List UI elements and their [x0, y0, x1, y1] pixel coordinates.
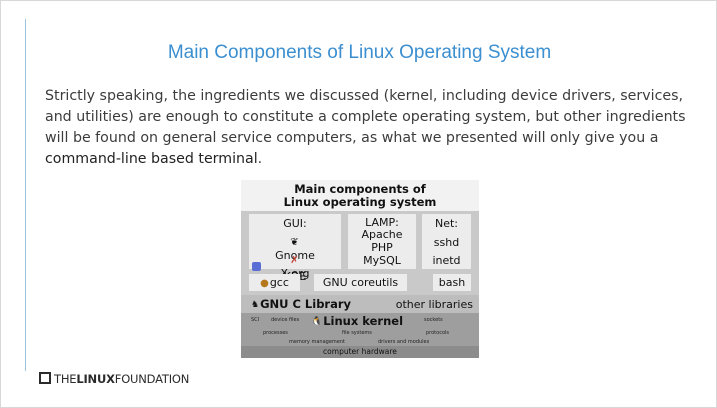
- diagram-heading: Main components of Linux operating syste…: [241, 180, 479, 213]
- kernel-label: Linux kernel: [323, 314, 404, 328]
- gcc-box: ●gcc: [249, 274, 300, 291]
- lamp-label: LAMP:: [365, 216, 399, 229]
- kde-icon: [252, 262, 261, 271]
- gcc-label: gcc: [269, 276, 289, 289]
- userspace-layer: GUI: ❦GnomeKDE ✗X.org LAMP: Apache PHP M…: [241, 211, 479, 295]
- kernel-layer: SCI device files 🐧Linux kernel sockets p…: [241, 313, 479, 346]
- linux-foundation-logo: THELINUXFOUNDATION: [39, 372, 189, 386]
- footer-brand-suffix: FOUNDATION: [114, 372, 190, 386]
- body-emphasis: command-line based terminal: [45, 151, 258, 167]
- gnu-icon: ♞: [251, 299, 260, 310]
- coreutils-box: GNU coreutils: [314, 274, 407, 291]
- lamp-php: PHP: [371, 241, 393, 254]
- kernel-file-systems: file systems: [342, 330, 372, 336]
- body-text: Strictly speaking, the ingredients we di…: [45, 88, 686, 146]
- libc-label: GNU C Library: [260, 297, 352, 311]
- tux-icon: 🐧: [311, 316, 323, 327]
- diagram-heading-line2: Linux operating system: [283, 194, 437, 209]
- lamp-box: LAMP: Apache PHP MySQL: [348, 214, 416, 269]
- libc-title: ♞GNU C Library: [251, 297, 351, 312]
- body-paragraph: Strictly speaking, the ingredients we di…: [45, 86, 695, 170]
- kernel-sockets: sockets: [424, 317, 443, 323]
- kernel-drivers-modules: drivers and modules: [378, 339, 430, 345]
- net-sshd: sshd: [433, 236, 460, 249]
- kernel-sci: SCI: [251, 317, 260, 323]
- net-label: Net:: [434, 217, 458, 230]
- kernel-device-files: device files: [271, 317, 300, 323]
- kernel-memory-management: memory management: [289, 339, 345, 345]
- footer-brand-prefix: THE: [54, 372, 77, 386]
- net-inetd: inetd: [432, 254, 461, 267]
- linux-components-diagram: Main components of Linux operating syste…: [241, 180, 479, 358]
- kernel-protocols: protocols: [426, 330, 450, 336]
- gui-label: GUI:: [283, 217, 307, 230]
- libc-layer: ♞GNU C Library other libraries: [241, 295, 479, 313]
- footer-brand-bold: LINUX: [76, 372, 115, 386]
- bash-label: bash: [438, 276, 466, 289]
- body-end: .: [257, 151, 263, 167]
- slide-title: Main Components of Linux Operating Syste…: [167, 42, 552, 63]
- lamp-apache: Apache: [361, 228, 403, 241]
- bash-box: bash: [433, 274, 471, 291]
- gcc-icon: ●: [260, 277, 269, 289]
- kernel-processes: processes: [263, 330, 288, 336]
- other-libraries: other libraries: [395, 298, 473, 311]
- xorg-icon: ✗: [290, 255, 299, 266]
- kernel-title: 🐧Linux kernel: [311, 314, 403, 329]
- hardware-layer: computer hardware: [241, 346, 479, 358]
- gui-box: GUI: ❦GnomeKDE ✗X.org: [249, 214, 341, 283]
- gnome-icon: ❦: [290, 237, 299, 248]
- linux-foundation-icon: [39, 372, 51, 384]
- coreutils-label: GNU coreutils: [322, 276, 399, 289]
- gnome-label: Gnome: [275, 248, 315, 262]
- diagram-heading-line1: Main components of: [294, 182, 426, 196]
- net-box: Net: sshd inetd: [422, 214, 471, 269]
- lamp-mysql: MySQL: [363, 254, 401, 267]
- accent-line: [25, 19, 26, 371]
